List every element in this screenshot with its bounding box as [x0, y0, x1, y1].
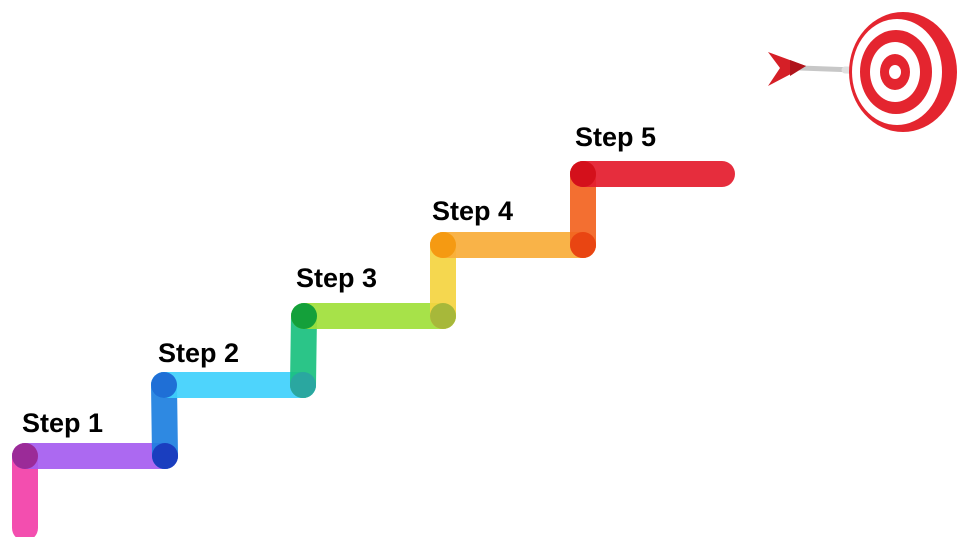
step-4-label: Step 4 — [432, 196, 513, 226]
step-3-corner-right — [430, 303, 456, 329]
step-4-corner-left — [430, 232, 456, 258]
step-1-corner-right — [152, 443, 178, 469]
step-2-corner-left — [151, 372, 177, 398]
step-3-corner-left — [291, 303, 317, 329]
step-labels: Step 1 Step 2 Step 3 Step 4 Step 5 — [22, 122, 656, 438]
staircase — [12, 161, 722, 528]
step-3-label: Step 3 — [296, 263, 377, 293]
step-2-label: Step 2 — [158, 338, 239, 368]
step-4-corner-right — [570, 232, 596, 258]
step-5-label: Step 5 — [575, 122, 656, 152]
dartboard-target-icon — [768, 12, 957, 132]
step-5-corner-left — [570, 161, 596, 187]
step-2-corner-right — [290, 372, 316, 398]
step-1-label: Step 1 — [22, 408, 103, 438]
step-1-corner-left — [12, 443, 38, 469]
